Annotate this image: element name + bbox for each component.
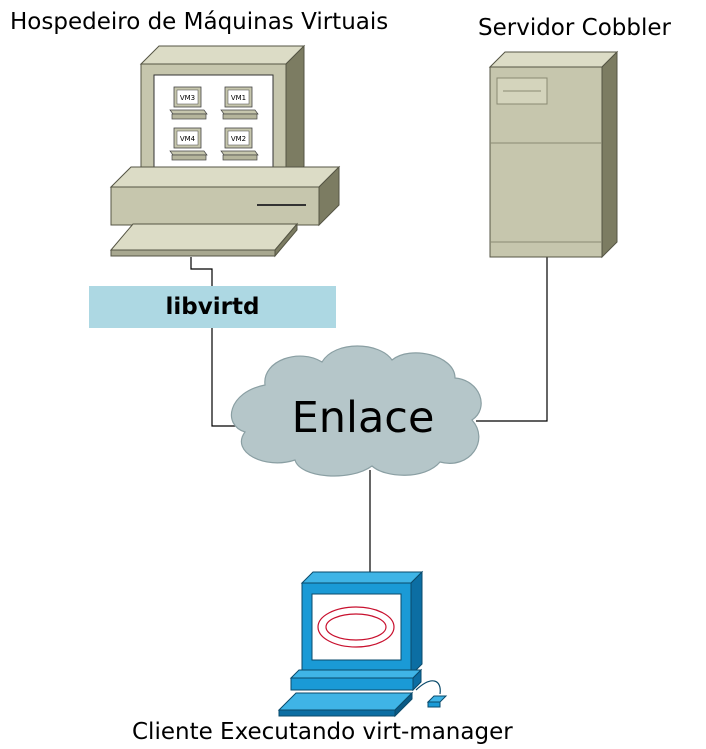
vm1-icon: VM1 <box>220 86 259 120</box>
client-computer-icon <box>277 570 448 718</box>
vm4-icon: VM4 <box>169 127 208 161</box>
server-top <box>488 51 619 68</box>
client-base-top <box>289 669 423 679</box>
server-to-cloud-line <box>476 257 548 422</box>
host-keyboard-front <box>110 249 276 257</box>
client-title: Cliente Executando virt-manager <box>132 719 513 745</box>
client-mouse-top <box>426 695 448 703</box>
vm3-icon: VM3 <box>169 86 208 120</box>
network-label: Enlace <box>291 393 435 443</box>
host-to-libvirtd-line <box>190 257 213 286</box>
host-computer-icon: VM3 VM1 VM4 VM2 <box>109 44 341 258</box>
client-base-side <box>412 668 422 692</box>
host-monitor-side <box>285 44 305 186</box>
cloud-shape <box>230 345 482 477</box>
client-screen-logo-outer <box>317 606 395 648</box>
libvirtd-service-box: libvirtd <box>89 286 336 328</box>
host-base-top <box>109 166 341 188</box>
client-mouse-cable <box>415 680 441 695</box>
host-monitor-top <box>139 45 306 65</box>
client-monitor-screen <box>311 593 402 661</box>
client-keyboard-top <box>277 692 414 711</box>
client-base-front <box>290 677 414 691</box>
vm1-label: VM1 <box>231 94 246 102</box>
client-keyboard-side <box>394 691 413 718</box>
client-mouse-front <box>427 701 441 708</box>
vm3-label: VM3 <box>180 94 195 102</box>
client-monitor-top <box>300 571 424 584</box>
vm2-icon: VM2 <box>220 127 259 161</box>
vm2-label: VM2 <box>231 135 246 143</box>
server-tower-icon <box>488 50 619 259</box>
connection-lines <box>190 257 548 573</box>
client-keyboard-front <box>278 709 396 717</box>
host-keyboard-side <box>274 222 298 258</box>
client-monitor-side <box>410 570 423 677</box>
libvirtd-label: libvirtd <box>165 294 260 320</box>
server-title: Servidor Cobbler <box>478 15 671 41</box>
server-side <box>601 50 618 259</box>
network-cloud-icon <box>230 345 482 477</box>
client-screen-logo-inner <box>325 613 387 641</box>
host-keyboard-top <box>109 223 299 251</box>
vm4-label: VM4 <box>180 135 196 143</box>
libvirtd-to-cloud-line <box>211 328 238 427</box>
host-title: Hospedeiro de Máquinas Virtuais <box>10 9 389 35</box>
